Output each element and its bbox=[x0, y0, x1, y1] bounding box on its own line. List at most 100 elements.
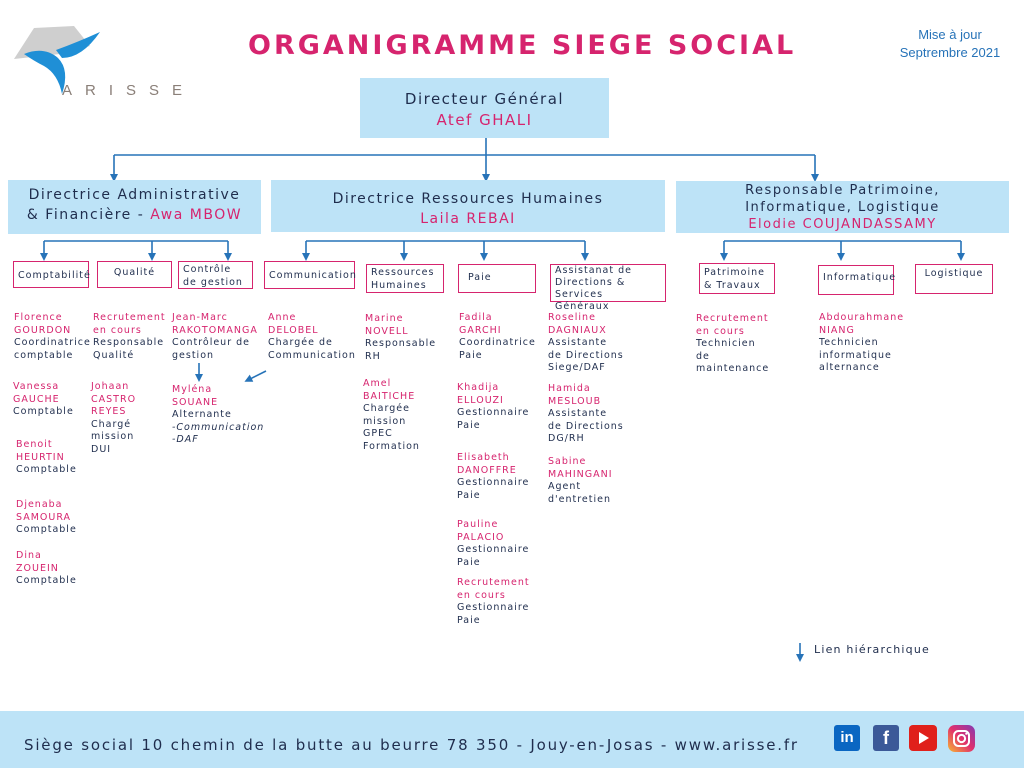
direction-pil-box: Responsable Patrimoine, Informatique, Lo… bbox=[676, 181, 1009, 233]
person-name: PALACIO bbox=[457, 531, 505, 543]
person-name: DANOFFRE bbox=[457, 464, 517, 476]
person-name: Johaan bbox=[91, 381, 130, 392]
person-role: GPEC bbox=[363, 428, 393, 439]
person-role: Formation bbox=[363, 440, 420, 452]
person-name: DAGNIAUX bbox=[548, 324, 607, 336]
person-name: Dina bbox=[16, 550, 42, 561]
person-fadila-garchi: Fadila GARCHI Coordinatrice Paie bbox=[459, 312, 536, 362]
person-role: Communication bbox=[268, 349, 356, 361]
person-abdourahmane-niang: Abdourahmane NIANG Technicien informatiq… bbox=[819, 312, 904, 375]
direction-drh-box: Directrice Ressources Humaines Laila REB… bbox=[271, 180, 665, 232]
instagram-icon[interactable] bbox=[948, 725, 975, 752]
person-name: Sabine bbox=[548, 456, 587, 467]
dept-assistanat: Assistanat de Directions & Services Géné… bbox=[550, 264, 666, 312]
person-role: Gestionnaire bbox=[457, 544, 530, 555]
person-role: Comptable bbox=[16, 575, 77, 586]
person-vanessa-gauche: Vanessa GAUCHE Comptable bbox=[13, 381, 74, 419]
footer-address: Siège social 10 chemin de la butte au be… bbox=[24, 736, 799, 754]
person-khadija-ellouzi: Khadija ELLOUZI Gestionnaire Paie bbox=[457, 382, 529, 432]
person-benoit-heurtin: Benoit HEURTIN Comptable bbox=[16, 439, 77, 477]
person-role: -DAF bbox=[172, 434, 199, 445]
person-name: Florence bbox=[14, 312, 63, 323]
person-role: maintenance bbox=[696, 363, 770, 374]
person-role: Chargée bbox=[363, 403, 410, 414]
director-name: Atef GHALI bbox=[436, 111, 533, 129]
person-name: en cours bbox=[696, 325, 745, 337]
person-role: Gestionnaire bbox=[457, 602, 530, 613]
brand-name: ARISSE bbox=[62, 82, 196, 99]
arisse-logo-icon bbox=[14, 26, 100, 94]
person-marine-novell: Marine NOVELL Responsable RH bbox=[365, 313, 436, 363]
person-role: -Communication bbox=[172, 421, 265, 433]
youtube-icon[interactable] bbox=[909, 725, 937, 751]
person-role: de Directions bbox=[548, 349, 624, 361]
director-general-box: Directeur Général Atef GHALI bbox=[360, 78, 609, 138]
person-name: HEURTIN bbox=[16, 451, 65, 463]
person-role: Paie bbox=[457, 489, 481, 501]
person-name: Recrutement bbox=[93, 312, 166, 323]
person-name: en cours bbox=[457, 589, 506, 601]
person-role: Responsable bbox=[93, 337, 165, 348]
person-name: Pauline bbox=[457, 519, 499, 530]
daf-role-line2: & Financière - bbox=[26, 207, 145, 223]
person-recrutement-maintenance: Recrutement en cours Technicien de maint… bbox=[696, 313, 769, 376]
person-role: comptable bbox=[14, 349, 74, 361]
person-name: REYES bbox=[91, 406, 127, 417]
person-role: Contrôleur de bbox=[172, 337, 251, 348]
person-role: Agent bbox=[548, 481, 582, 492]
person-name: NOVELL bbox=[365, 325, 409, 337]
person-recrutement-qualite: Recrutement en cours Responsable Qualité bbox=[93, 312, 166, 362]
person-name: Recrutement bbox=[457, 577, 530, 588]
person-name: Fadila bbox=[459, 312, 493, 323]
person-role: Chargée de bbox=[268, 337, 333, 348]
person-mylena-souane: Myléna SOUANE Alternante -Communication … bbox=[172, 384, 264, 447]
pil-name: Elodie COUJANDASSAMY bbox=[748, 217, 937, 232]
daf-name: Awa MBOW bbox=[150, 207, 243, 223]
dept-controle-gestion: Contrôle de gestion bbox=[178, 261, 253, 289]
person-role: de Directions bbox=[548, 420, 624, 432]
person-name: SAMOURA bbox=[16, 511, 72, 523]
person-role: DUI bbox=[91, 443, 112, 455]
director-role: Directeur Général bbox=[404, 90, 565, 108]
person-role: Technicien bbox=[819, 337, 879, 348]
person-role: Paie bbox=[457, 614, 481, 626]
dept-communication: Communication bbox=[264, 261, 356, 289]
person-role: Comptable bbox=[16, 464, 77, 475]
daf-role-line2-wrap: & Financière - Awa MBOW bbox=[8, 205, 261, 225]
drh-name: Laila REBAI bbox=[420, 211, 516, 227]
person-role: de bbox=[696, 350, 710, 362]
person-name: ZOUEIN bbox=[16, 562, 59, 574]
dept-patrimoine-travaux: Patrimoine & Travaux bbox=[699, 263, 775, 294]
person-name: Amel bbox=[363, 378, 392, 389]
person-role: Paie bbox=[457, 419, 481, 431]
legend-label: Lien hiérarchique bbox=[814, 643, 930, 656]
person-pauline-palacio: Pauline PALACIO Gestionnaire Paie bbox=[457, 519, 529, 569]
person-name: BAITICHE bbox=[363, 390, 416, 402]
person-name: RAKOTOMANGA bbox=[172, 324, 258, 336]
dept-qualite: Qualité bbox=[97, 261, 172, 288]
person-role: Siege/DAF bbox=[548, 362, 606, 373]
person-name: CASTRO bbox=[91, 393, 137, 405]
person-florence-gourdon: Florence GOURDON Coordinatrice comptable bbox=[14, 312, 91, 362]
person-name: en cours bbox=[93, 324, 142, 336]
update-date: Mise à jour Septrembre 2021 bbox=[880, 26, 1020, 62]
linkedin-icon[interactable]: in bbox=[834, 725, 860, 751]
dept-ressources-humaines: Ressources Humaines bbox=[366, 264, 444, 293]
page-title: ORGANIGRAMME SIEGE SOCIAL bbox=[248, 30, 797, 61]
person-role: Technicien bbox=[696, 338, 756, 349]
person-name: GOURDON bbox=[14, 324, 72, 336]
person-name: GARCHI bbox=[459, 324, 502, 336]
person-recrutement-paie: Recrutement en cours Gestionnaire Paie bbox=[457, 577, 530, 627]
person-role: mission bbox=[91, 431, 135, 442]
person-role: Comptable bbox=[13, 406, 74, 417]
person-name: Recrutement bbox=[696, 313, 769, 324]
person-anne-delobel: Anne DELOBEL Chargée de Communication bbox=[268, 312, 356, 362]
pil-role-line1: Responsable Patrimoine, bbox=[745, 183, 940, 198]
direction-daf-box: Directrice Administrative & Financière -… bbox=[8, 180, 261, 234]
person-name: Elisabeth bbox=[457, 452, 510, 463]
person-name: Anne bbox=[268, 312, 297, 323]
person-role: Coordinatrice bbox=[14, 337, 91, 348]
dept-informatique: Informatique bbox=[818, 265, 895, 295]
facebook-icon[interactable]: f bbox=[873, 725, 899, 751]
